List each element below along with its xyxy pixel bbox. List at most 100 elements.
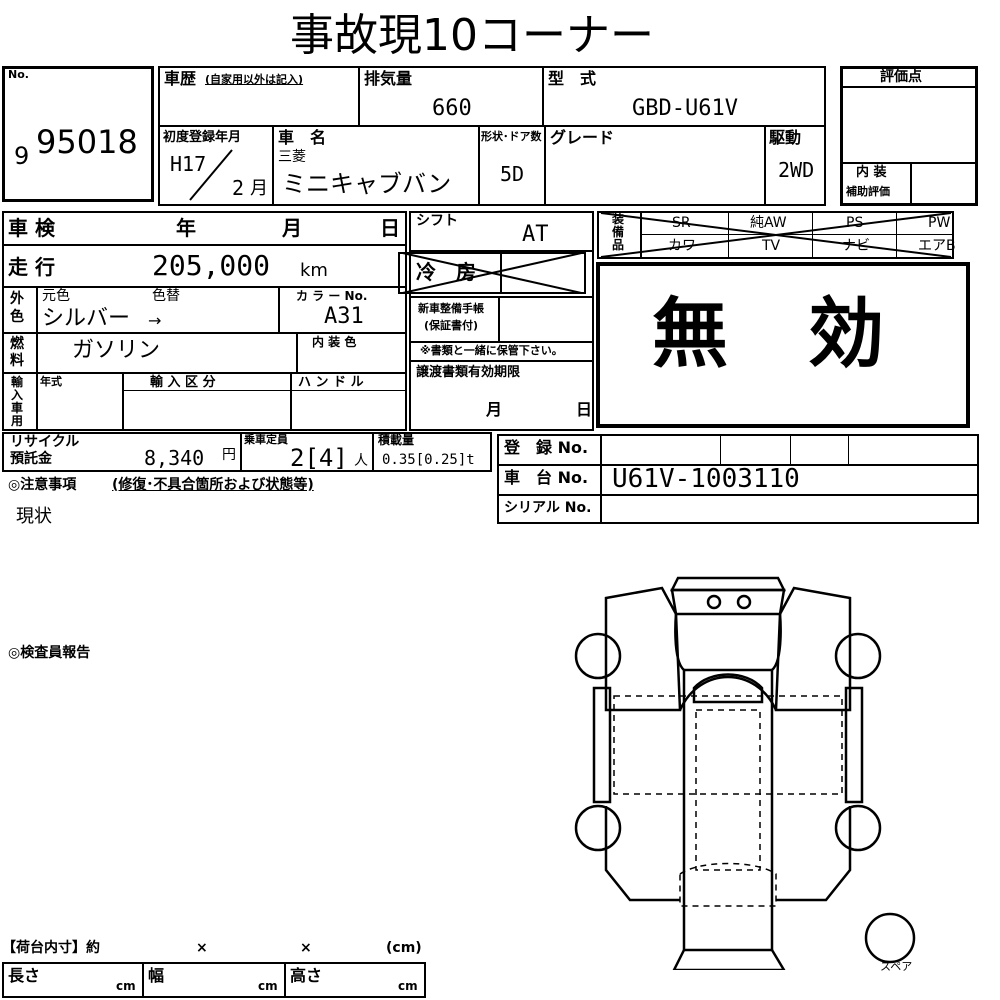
chassis-value: U61V-1003110 bbox=[612, 464, 800, 494]
spec-vline bbox=[272, 125, 274, 206]
recycle-label: リサイクル bbox=[10, 434, 80, 450]
notes-value: 現状 bbox=[16, 506, 52, 527]
spare-tire-label: スペア bbox=[880, 960, 913, 973]
registration-vline bbox=[790, 434, 791, 464]
recycle-deposit-label: 預託金 bbox=[10, 451, 52, 467]
equipment-vline bbox=[640, 211, 642, 259]
cargo-vline bbox=[142, 962, 144, 998]
equip-pw: PW bbox=[928, 215, 951, 231]
left-divider bbox=[2, 332, 407, 334]
rating-divider bbox=[840, 86, 978, 88]
docs-day: 日 bbox=[576, 400, 593, 419]
equipment-vline bbox=[728, 211, 729, 259]
history-sub-label: (自家用以外は記入) bbox=[205, 73, 304, 86]
fuel-label: 燃料 bbox=[10, 336, 24, 369]
cooler-cross-out bbox=[398, 252, 586, 294]
registration-label: 登 録 No. bbox=[504, 438, 589, 457]
recycle-vline bbox=[240, 432, 242, 472]
left-divider bbox=[2, 244, 407, 246]
body-type-value: 5D bbox=[500, 162, 525, 186]
inspector-report-label: ◎検査員報告 bbox=[8, 645, 91, 661]
cargo-width-label: 幅 bbox=[148, 966, 165, 985]
cargo-label: 【荷台内寸】約 bbox=[2, 940, 100, 956]
lot-box bbox=[2, 66, 154, 202]
cargo-times-2: × bbox=[300, 940, 312, 956]
first-reg-slash bbox=[189, 149, 233, 201]
center-vline bbox=[498, 296, 500, 341]
registration-box bbox=[497, 434, 979, 524]
registration-vline bbox=[848, 434, 849, 464]
center-divider bbox=[409, 360, 594, 362]
center-spec-box bbox=[409, 211, 594, 431]
lot-number: 95018 bbox=[36, 123, 138, 161]
spec-box bbox=[158, 66, 826, 206]
cargo-times-1: × bbox=[196, 940, 208, 956]
capacity-value: 2[4] bbox=[290, 444, 348, 472]
equipment-box bbox=[597, 211, 954, 259]
registration-vline bbox=[720, 434, 721, 464]
equip-airbag: エアB bbox=[918, 238, 956, 254]
capacity-unit: 人 bbox=[354, 453, 368, 469]
registration-divider bbox=[497, 464, 979, 466]
center-divider bbox=[409, 341, 594, 343]
rating-vline bbox=[910, 162, 912, 206]
spec-vline bbox=[478, 125, 480, 206]
registration-vline bbox=[600, 434, 602, 524]
load-value: 0.35[0.25]t bbox=[382, 452, 475, 468]
shift-label: シフト bbox=[416, 213, 458, 229]
history-label: 車歴 bbox=[164, 69, 197, 88]
import-year-label: 年式 bbox=[40, 375, 62, 388]
notes-label: ◎注意事項 bbox=[8, 477, 77, 493]
import-class-label: 輸 入 区 分 bbox=[150, 375, 216, 390]
recycle-unit: 円 bbox=[222, 447, 236, 463]
left-vline bbox=[278, 286, 280, 332]
rating-box bbox=[840, 66, 978, 206]
cargo-unit: (cm) bbox=[386, 940, 422, 956]
model-label: 型 式 bbox=[548, 69, 597, 88]
import-label: 輸入車用 bbox=[11, 375, 24, 428]
equipment-cross-out bbox=[600, 212, 952, 258]
cooler-vline bbox=[500, 252, 502, 294]
mileage-label: 走 行 bbox=[8, 255, 55, 279]
fuel-value: ガソリン bbox=[72, 338, 161, 363]
center-divider bbox=[409, 250, 594, 252]
equipment-vline bbox=[812, 211, 813, 259]
rating-label: 評価点 bbox=[880, 69, 922, 85]
cooler-box bbox=[398, 252, 586, 294]
aux-rating-label: 補助評価 bbox=[846, 185, 890, 198]
handle-label: ハ ン ド ル bbox=[298, 375, 364, 390]
spec-vline bbox=[764, 125, 766, 206]
drive-value: 2WD bbox=[778, 158, 815, 182]
spec-vline bbox=[542, 66, 544, 126]
drive-label: 駆動 bbox=[769, 128, 802, 147]
inspection-year: 年 bbox=[176, 216, 196, 240]
equip-tv: TV bbox=[762, 238, 781, 254]
left-vline bbox=[290, 372, 292, 431]
color-code-label: カ ラ ー No. bbox=[296, 289, 368, 303]
serial-label: シリアル No. bbox=[504, 500, 592, 516]
equip-alloy-wheel: 純AW bbox=[750, 215, 787, 231]
interior-color-label: 内 装 色 bbox=[312, 335, 357, 349]
vehicle-diagram bbox=[574, 576, 916, 970]
grade-label: グレード bbox=[550, 128, 615, 147]
manual-label: 新車整備手帳 bbox=[418, 302, 484, 315]
cargo-height-label: 高さ bbox=[290, 966, 323, 985]
manual-sub-label: (保証書付) bbox=[424, 319, 479, 332]
sheet-title: 事故現10コーナー bbox=[290, 10, 654, 61]
manual-note: ※書類と一緒に保管下さい。 bbox=[420, 344, 563, 357]
cargo-height-unit: cm bbox=[398, 979, 418, 993]
car-maker: 三菱 bbox=[278, 149, 306, 165]
docs-month: 月 bbox=[486, 400, 503, 419]
color-change-label: 色替 bbox=[152, 288, 180, 304]
color-code-value: A31 bbox=[324, 304, 364, 329]
left-spec-box bbox=[2, 211, 407, 431]
mileage-unit: km bbox=[300, 260, 328, 281]
interior-label: 内 装 bbox=[856, 165, 887, 180]
recycle-value: 8,340 bbox=[144, 446, 205, 470]
color-arrow: → bbox=[148, 311, 162, 330]
shift-value: AT bbox=[522, 222, 549, 247]
inspection-month: 月 bbox=[282, 216, 302, 240]
first-reg-label: 初度登録年月 bbox=[163, 130, 242, 145]
car-name-label: 車 名 bbox=[278, 128, 327, 147]
docs-expiry-label: 譲渡書類有効期限 bbox=[416, 365, 521, 380]
